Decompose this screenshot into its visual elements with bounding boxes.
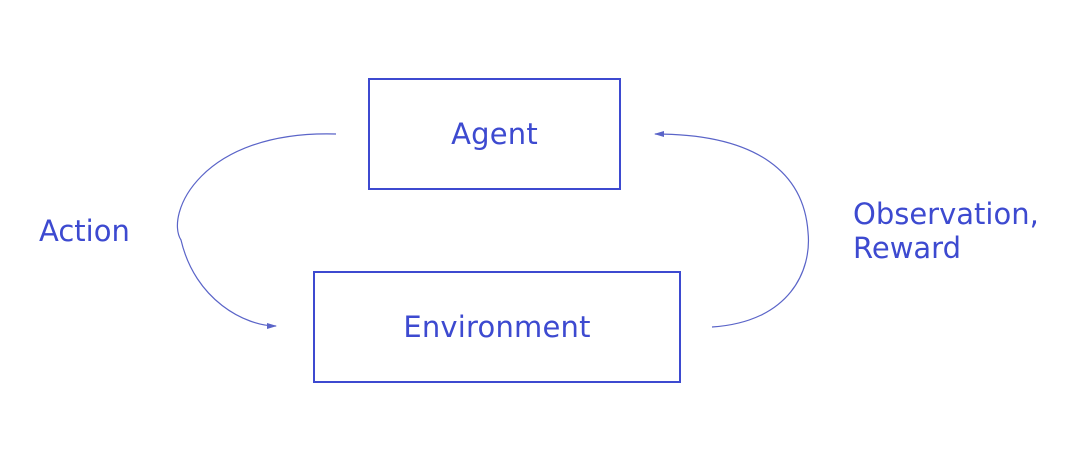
reward-label-line: Reward [853, 231, 961, 265]
observation-label-line: Observation, [853, 197, 1039, 231]
observation-reward-arrow [654, 131, 810, 328]
observation-reward-edge-label: Observation, Reward [853, 197, 1039, 265]
action-edge-label: Action [39, 214, 130, 248]
environment-label: Environment [403, 310, 591, 344]
agent-node: Agent [368, 78, 621, 190]
environment-node: Environment [313, 271, 681, 383]
agent-label: Agent [451, 117, 538, 151]
action-arrow [176, 133, 337, 329]
